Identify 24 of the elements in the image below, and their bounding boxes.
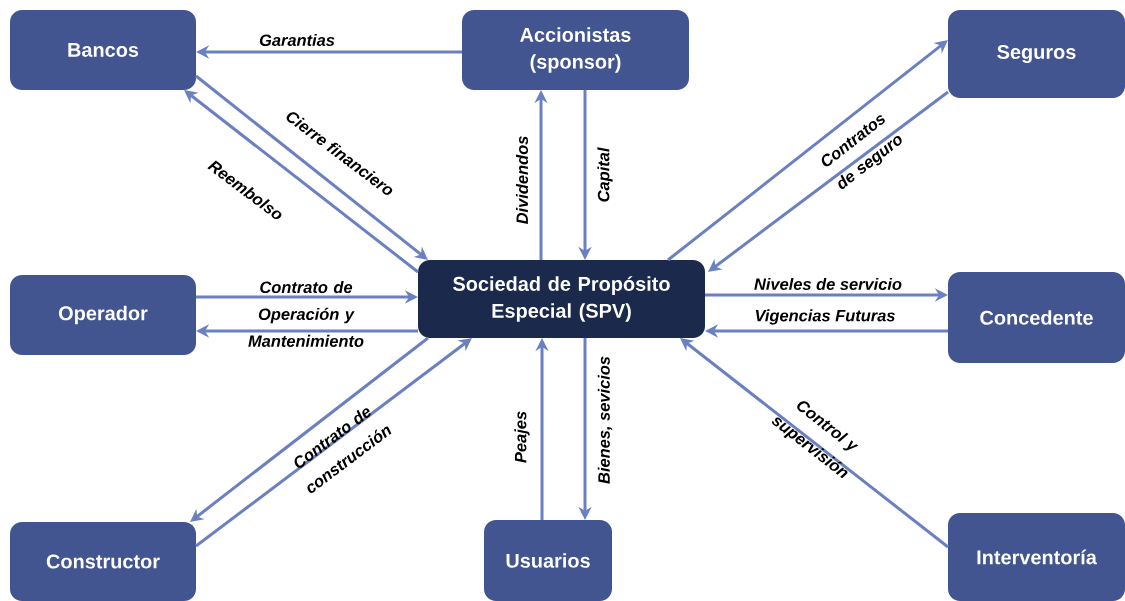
entity-box: Usuarios	[484, 520, 612, 601]
edge-label: Dividendos	[515, 136, 529, 224]
entity-box: Bancos	[10, 10, 196, 90]
entity-box: Interventoría	[948, 513, 1125, 601]
arrow	[680, 338, 949, 549]
edge-label: Capital	[597, 147, 613, 202]
arrow	[708, 90, 949, 272]
arrow	[184, 90, 419, 274]
edge-label: Niveles de servicio	[754, 277, 902, 291]
central-box: Sociedad de Propósito Especial (SPV)	[418, 260, 705, 338]
entity-box: Operador	[10, 275, 196, 355]
edge-label: Bienes, sevicios	[597, 356, 613, 484]
entity-box: Accionistas (sponsor)	[462, 10, 689, 90]
arrow	[190, 336, 429, 522]
entity-box: Constructor	[10, 522, 196, 601]
arrow	[667, 40, 948, 262]
edge-label: Peajes	[514, 411, 530, 463]
edge-label: Vigencias Futuras	[755, 309, 895, 325]
arrow	[195, 338, 472, 548]
entity-box: Seguros	[948, 10, 1125, 98]
edge-label: Contrato de Operación y Mantenimiento	[248, 281, 364, 347]
arrow	[195, 74, 428, 260]
entity-box: Concedente	[948, 272, 1125, 363]
edge-label: Garantias	[259, 33, 335, 46]
